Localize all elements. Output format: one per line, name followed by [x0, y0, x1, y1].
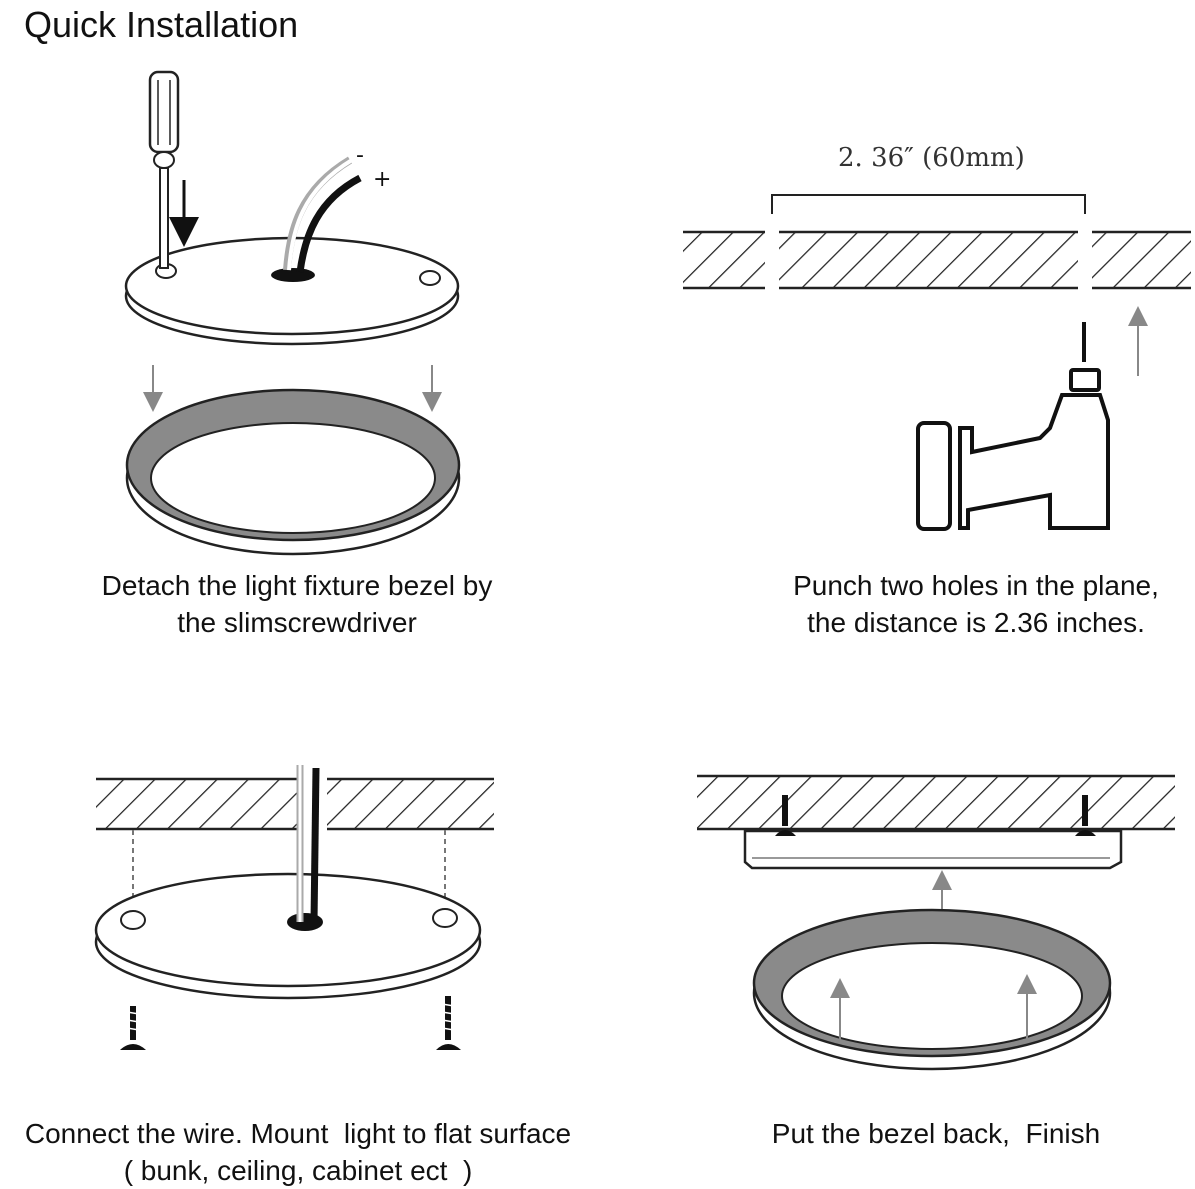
ceiling-hatch [697, 774, 1175, 831]
step3-caption-line2: ( bunk, ceiling, cabinet ect ) [123, 1155, 473, 1186]
step2-caption-line2: the distance is 2.36 inches. [807, 607, 1145, 638]
screw-icon [775, 795, 796, 836]
step2-illustration: 2. 36″ (60mm) [683, 143, 1191, 531]
step1-caption: Detach the light fixture bezel by the sl… [50, 567, 544, 641]
screw-icon [1075, 795, 1096, 836]
step3-caption-line1: Connect the wire. Mount light to flat su… [24, 1118, 572, 1149]
step1-caption-line2: the slimscrewdriver [177, 607, 417, 638]
screw-icon [120, 1006, 146, 1050]
page-title: Quick Installation [24, 4, 299, 45]
step4-caption: Put the bezel back, Finish [700, 1115, 1172, 1152]
screw-icon [436, 996, 461, 1050]
drill-icon [916, 322, 1110, 531]
step3-illustration [94, 765, 494, 1050]
ceiling-hatch [683, 228, 1191, 292]
dimension-bracket [771, 194, 1086, 214]
step3-caption: Connect the wire. Mount light to flat su… [0, 1115, 596, 1189]
mounted-plate [743, 829, 1123, 870]
wire-pair: - + [283, 143, 391, 273]
wire-pair [296, 765, 320, 923]
step2-caption-line1: Punch two holes in the plane, [793, 570, 1159, 601]
dimension-label: 2. 36″ (60mm) [838, 143, 1025, 173]
step4-illustration [697, 774, 1175, 1071]
bezel-ring [125, 388, 461, 556]
bezel-ring [752, 908, 1112, 1071]
step2-caption: Punch two holes in the plane, the distan… [740, 567, 1195, 641]
step1-caption-line1: Detach the light fixture bezel by [101, 570, 493, 601]
wire-negative-label: - [356, 143, 364, 168]
step1-illustration: - + [124, 70, 461, 556]
ceiling-hatch [96, 774, 494, 834]
screwdriver-icon [148, 70, 199, 269]
wire-positive-label: + [373, 167, 391, 192]
base-plate [94, 872, 482, 1000]
step4-caption-line1: Put the bezel back, Finish [771, 1118, 1101, 1149]
base-plate [124, 236, 460, 346]
